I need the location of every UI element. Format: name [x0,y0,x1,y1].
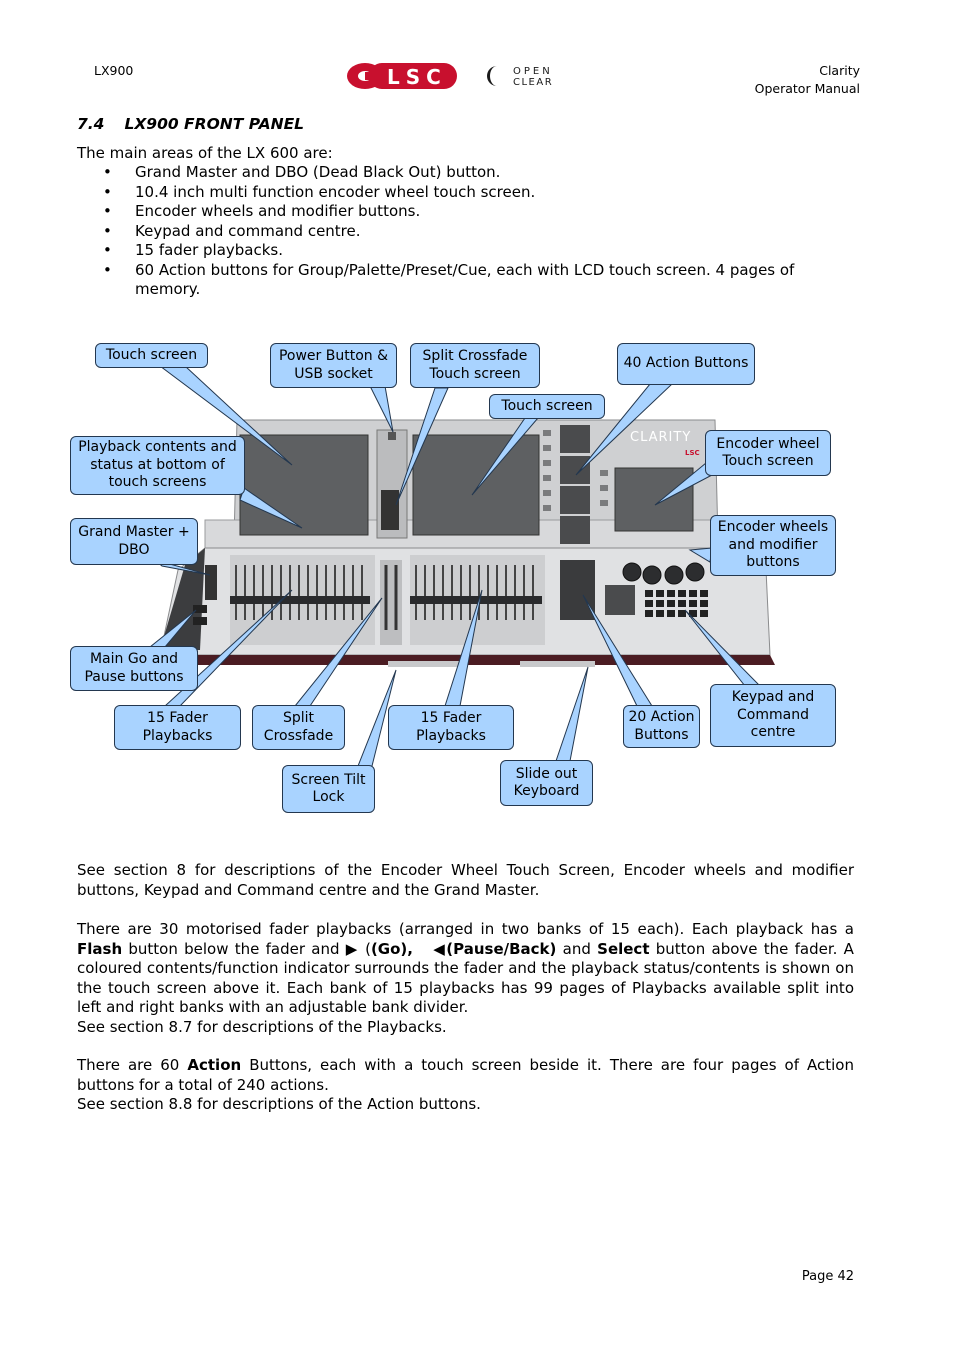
callout-20-action-buttons: 20 Action Buttons [623,705,700,748]
encoder-touch-screen [614,467,694,532]
page-number: Page 42 [801,1269,854,1284]
callout-encoder-wheels: Encoder wheels and modifier buttons [710,515,836,576]
paragraph-action-buttons: There are 60 Action Buttons, each with a… [77,1056,854,1115]
paragraph-see-section-8-7: See section 8.7 for descriptions of the … [77,1017,447,1036]
paragraph-see-section-8-8: See section 8.8 for descriptions of the … [77,1095,481,1113]
callout-screen-tilt: Screen Tilt Lock [282,765,375,813]
header-product: Clarity [819,63,860,78]
console-logo-text: LSC [685,449,700,457]
list-item: •10.4 inch multi function encoder wheel … [103,182,536,201]
callout-fader-right: 15 Fader Playbacks [388,705,514,750]
section-heading: 7.4 LX900 FRONT PANEL [77,115,304,133]
openclear-logo-open: OPEN [513,66,553,77]
feature-list: •Grand Master and DBO (Dead Black Out) b… [77,163,867,300]
section-title: LX900 FRONT PANEL [124,115,305,133]
console-illustration: CLARITY LSC [148,365,775,767]
section-number: 7.4 [77,115,105,133]
paragraph-see-section-8: See section 8 for descriptions of the En… [77,861,854,899]
list-item: •Grand Master and DBO (Dead Black Out) b… [103,163,501,181]
power-button [388,432,396,440]
callout-power-button: Power Button & USB socket [270,343,397,388]
list-item: •Encoder wheels and modifier buttons. [103,202,421,220]
header-manual: Operator Manual [754,81,860,96]
intro-text: The main areas of the LX 600 are: [77,144,333,162]
middle-touch-screen [412,434,540,536]
callout-touch-screen-left: Touch screen [95,343,208,368]
callout-playback-contents: Playback contents and status at bottom o… [70,436,245,495]
callout-split-crossfade-touch: Split Crossfade Touch screen [410,343,540,388]
openclear-logo: OPEN CLEAR [483,63,579,93]
header-doc-code: LX900 [94,63,134,78]
lsc-logo: LSC [345,60,460,96]
callout-40-action-buttons: 40 Action Buttons [617,343,755,385]
paragraph-fader-text: There are 30 motorised fader playbacks (… [77,920,854,1016]
callout-keypad: Keypad and Command centre [710,684,836,747]
callout-main-go: Main Go and Pause buttons [70,646,198,691]
list-item: •60 Action buttons for Group/Palette/Pre… [103,260,795,279]
paragraph-fader-playbacks: There are 30 motorised fader playbacks (… [77,920,854,1037]
callout-slide-keyboard: Slide out Keyboard [500,760,593,806]
openclear-logo-clear: CLEAR [513,77,553,88]
callout-fader-left: 15 Fader Playbacks [114,705,241,750]
callout-touch-screen-middle: Touch screen [489,394,605,419]
split-crossfade-screen [381,490,399,530]
lsc-logo-text: LSC [387,65,447,89]
callout-split-crossfade: Split Crossfade [252,705,345,750]
header-right: Clarity Operator Manual [755,62,860,98]
list-item: •Keypad and command centre. [103,221,361,240]
list-item-continued: memory. [135,280,201,298]
callout-encoder-wheel-touch: Encoder wheel Touch screen [705,430,831,476]
list-item: •15 fader playbacks. [103,241,284,259]
paragraph-action-text: There are 60 Action Buttons, each with a… [77,1056,854,1094]
console-brand-text: CLARITY [630,430,691,445]
callout-grand-master: Grand Master + DBO [70,518,198,565]
left-touch-screen [239,434,369,536]
